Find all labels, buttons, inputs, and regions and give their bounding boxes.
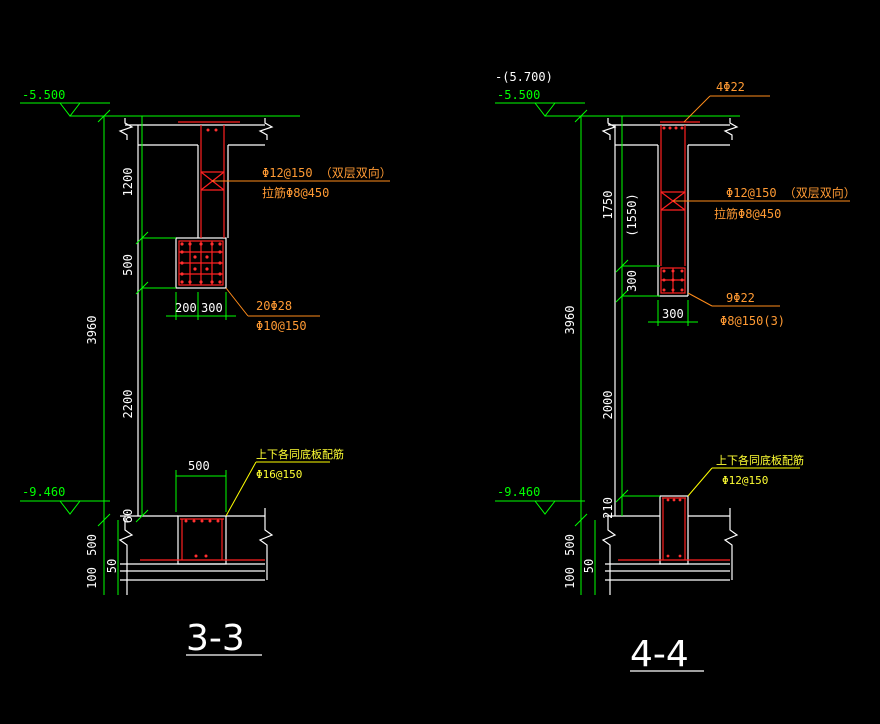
elevation-marker-bottom bbox=[495, 500, 585, 515]
section-title: 4-4 bbox=[630, 634, 689, 675]
rebar-wall-label-2: 拉筋Φ8@450 bbox=[714, 206, 781, 221]
dimension-lines bbox=[574, 109, 698, 595]
rebar-beam-label-2: Φ10@150 bbox=[256, 319, 307, 333]
rebar-beam-label-2: Φ8@150(3) bbox=[720, 314, 785, 328]
dimension-lines bbox=[97, 109, 236, 595]
dim-2000: 2000 bbox=[601, 391, 615, 420]
rebar-beam-cage bbox=[178, 240, 224, 286]
elevation-top-label: -5.500 bbox=[497, 88, 540, 102]
dim-1750: 1750 bbox=[601, 191, 615, 220]
rebar-wall bbox=[178, 121, 240, 238]
dim-total: 3960 bbox=[563, 306, 577, 335]
rebar-beam-label-1: 9Φ22 bbox=[726, 291, 755, 305]
dim-2200: 2200 bbox=[121, 390, 135, 419]
section-3-3: -5.500 -9.460 bbox=[20, 88, 392, 659]
dim-total: 3960 bbox=[85, 316, 99, 345]
rebar-top-label: 4Φ22 bbox=[716, 80, 745, 94]
elevation-bottom-label: -9.460 bbox=[497, 485, 540, 499]
dim-300: 300 bbox=[625, 270, 639, 292]
section-4-4: -(5.700) -5.500 -9.460 bbox=[495, 70, 856, 675]
elevation-bottom-label: -9.460 bbox=[22, 485, 65, 499]
elevation-paren-label: -(5.700) bbox=[495, 70, 553, 84]
elevation-marker-top bbox=[20, 102, 300, 117]
dim-300-width: 300 bbox=[662, 307, 684, 321]
dim-60: 60 bbox=[121, 509, 135, 523]
rebar-beam-label-1: 20Φ28 bbox=[256, 299, 292, 313]
rebar-wall bbox=[660, 121, 700, 266]
rebar-base-label-1: 上下各同底板配筋 bbox=[256, 447, 344, 461]
rebar-base-label-1: 上下各同底板配筋 bbox=[716, 453, 804, 467]
leader-lines bbox=[673, 95, 850, 497]
rebar-beam-cage bbox=[660, 267, 686, 294]
rebar-base bbox=[140, 518, 265, 561]
rebar-base-label-2: Φ12@150 bbox=[722, 474, 768, 487]
concrete-outline bbox=[118, 118, 274, 595]
dim-300: 300 bbox=[201, 301, 223, 315]
dim-210: 210 bbox=[601, 497, 615, 519]
dim-100: 100 bbox=[563, 567, 577, 589]
leader-lines bbox=[212, 180, 390, 517]
rebar-wall-label-1: Φ12@150 （双层双向） bbox=[726, 185, 856, 200]
rebar-wall-label-1: Φ12@150 （双层双向） bbox=[262, 165, 392, 180]
dim-500-slab: 500 bbox=[85, 534, 99, 556]
dim-500-base: 500 bbox=[188, 459, 210, 473]
rebar-base-label-2: Φ16@150 bbox=[256, 468, 302, 481]
dim-50: 50 bbox=[105, 559, 119, 573]
dim-100: 100 bbox=[85, 567, 99, 589]
rebar-wall-label-2: 拉筋Φ8@450 bbox=[262, 185, 329, 200]
rebar-base bbox=[618, 497, 730, 561]
dim-200: 200 bbox=[175, 301, 197, 315]
elevation-marker-top bbox=[495, 102, 740, 117]
elevation-marker-bottom bbox=[20, 500, 110, 515]
dim-500-slab: 500 bbox=[563, 534, 577, 556]
dim-1200: 1200 bbox=[121, 168, 135, 197]
elevation-top-label: -5.500 bbox=[22, 88, 65, 102]
section-title: 3-3 bbox=[186, 618, 245, 659]
dim-50: 50 bbox=[582, 559, 596, 573]
dim-1550: (1550) bbox=[625, 193, 639, 236]
concrete-outline bbox=[601, 118, 739, 595]
dim-500: 500 bbox=[121, 254, 135, 276]
